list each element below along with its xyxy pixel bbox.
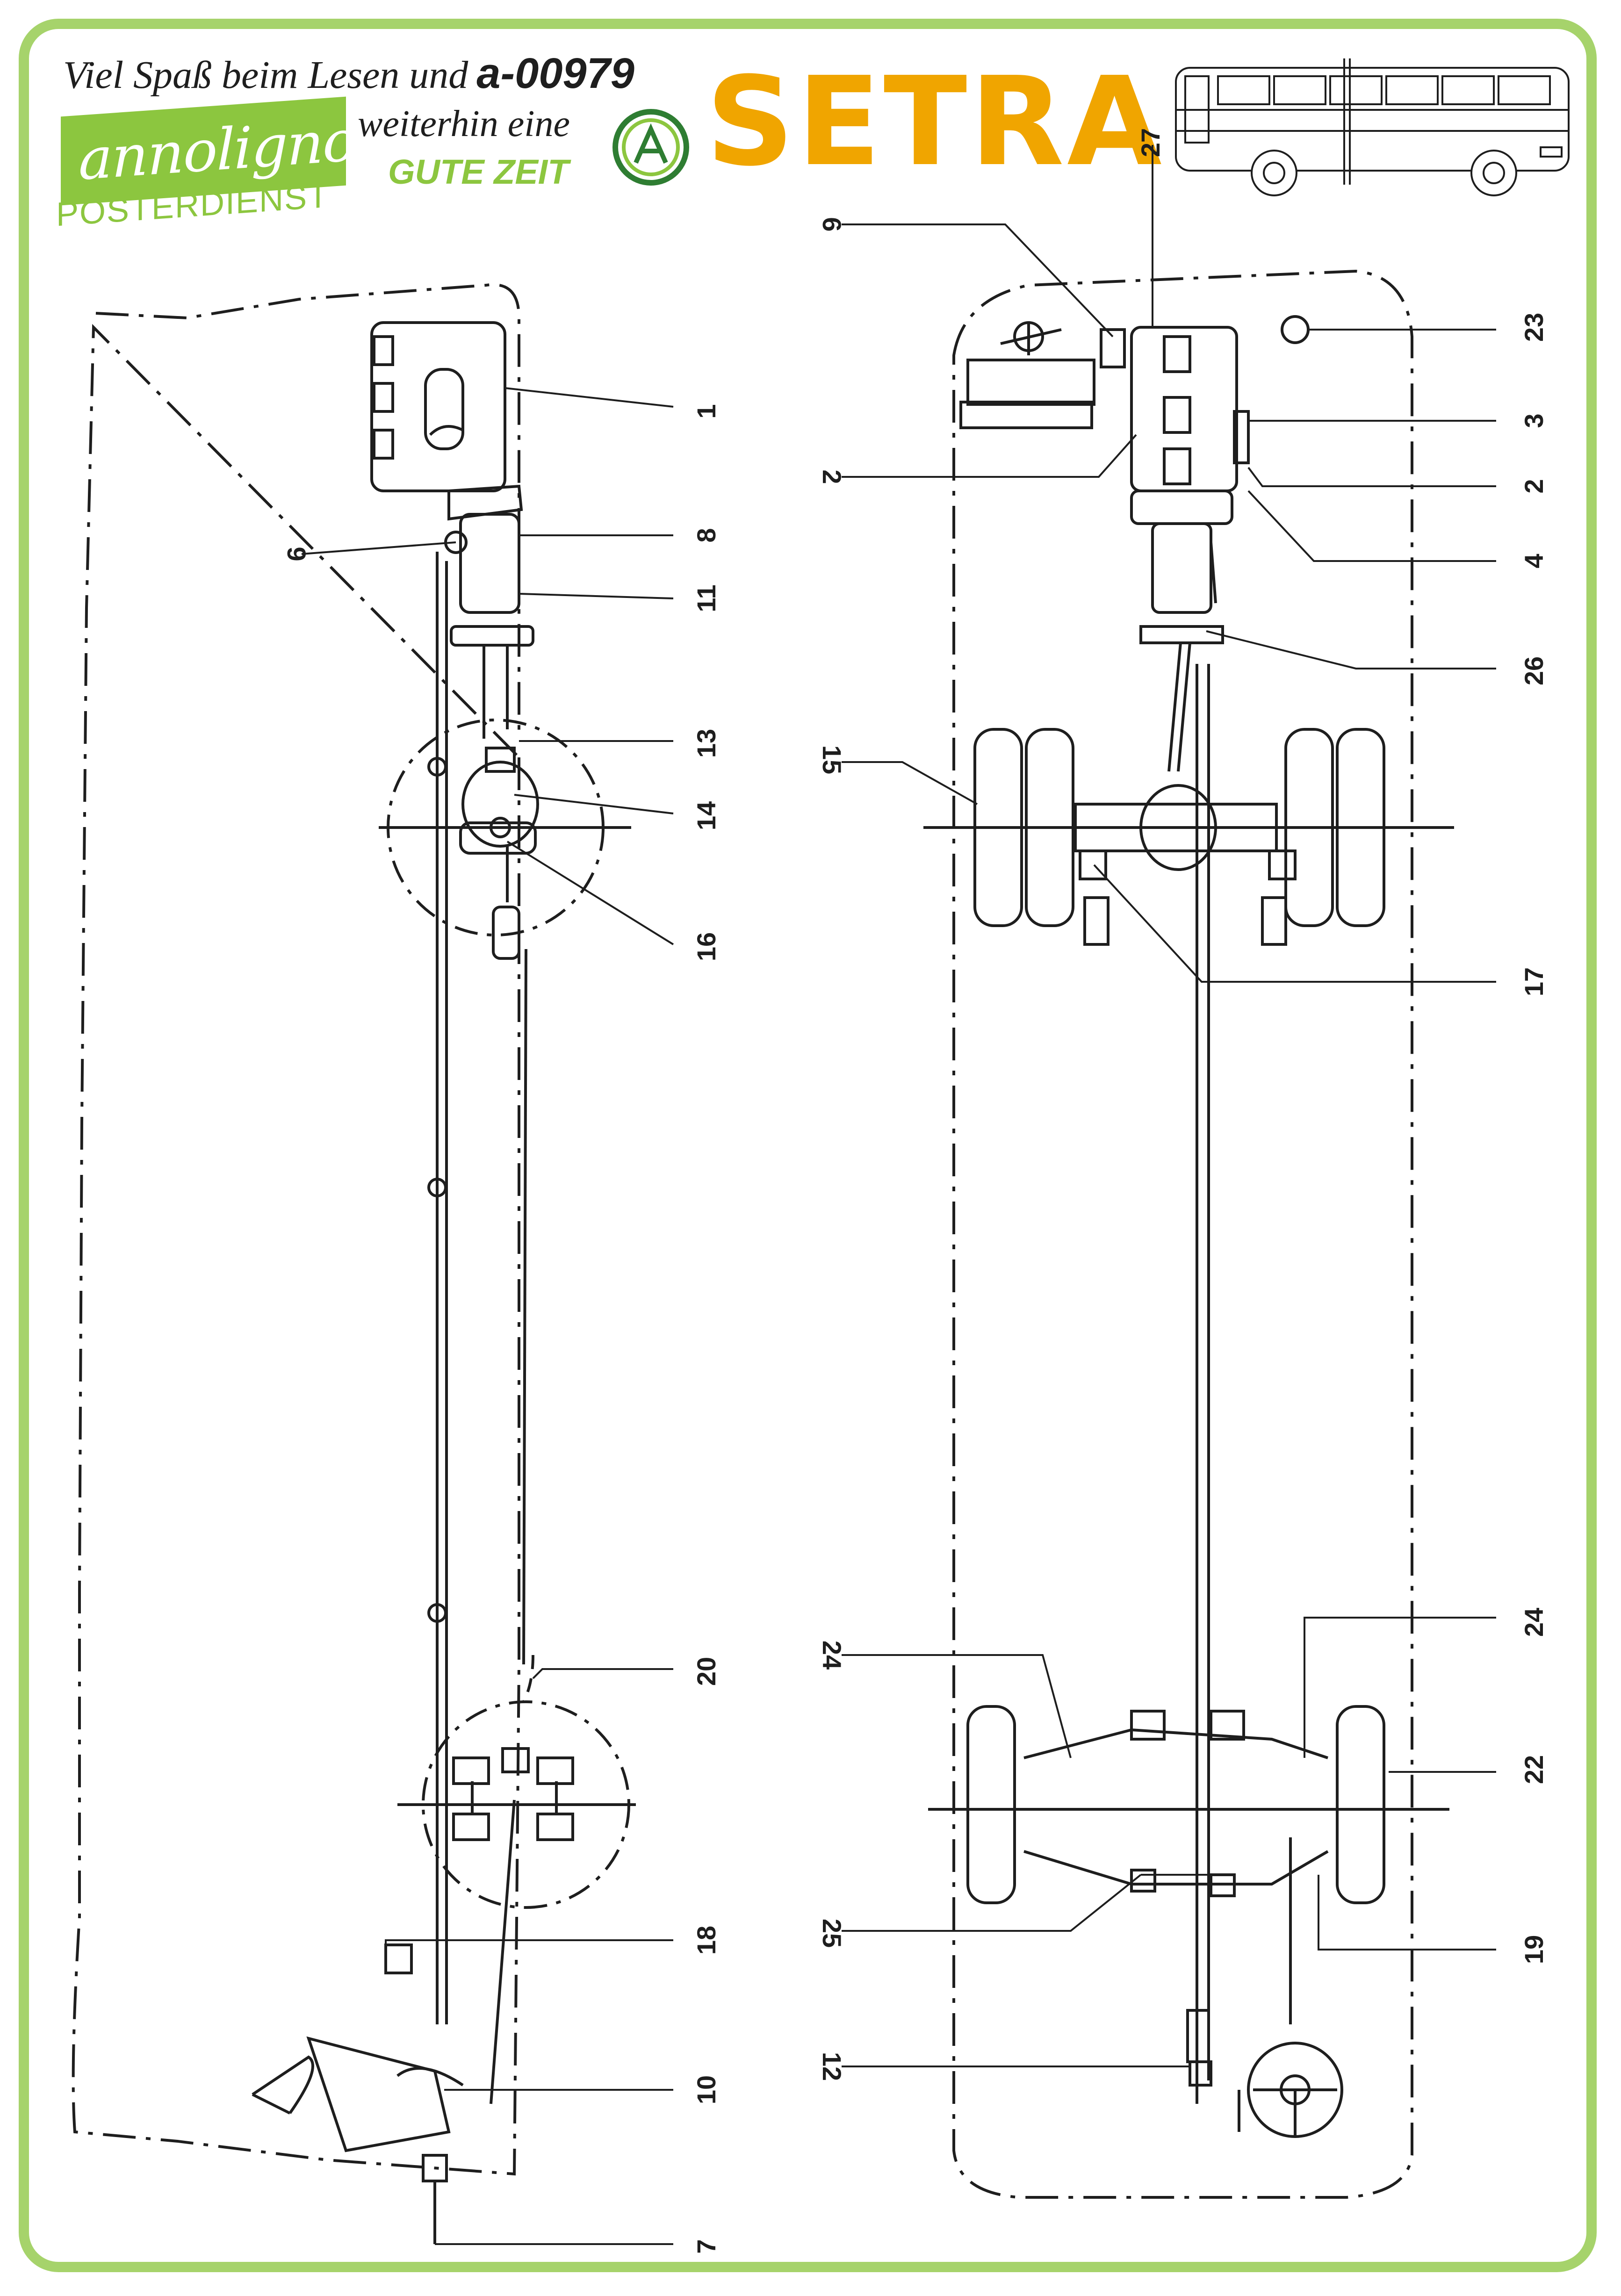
callout-13: 13 bbox=[692, 729, 721, 758]
right-body-outline bbox=[952, 269, 1413, 2199]
callout-9: 9 bbox=[282, 547, 311, 561]
callout-22: 22 bbox=[1519, 1755, 1549, 1784]
annoligno-seal-icon bbox=[612, 109, 689, 186]
callout-3: 3 bbox=[1519, 413, 1549, 428]
callout-7: 7 bbox=[692, 2239, 721, 2253]
callout-15: 15 bbox=[817, 745, 847, 774]
poster-code: a-00979 bbox=[476, 50, 634, 97]
tire-left-outer bbox=[973, 728, 1023, 927]
setra-bus-side-view-icon bbox=[1175, 58, 1570, 196]
gearbox-right bbox=[1151, 522, 1212, 614]
header-slogan: GUTE ZEIT bbox=[388, 152, 569, 191]
callout-2-left: 2 bbox=[817, 469, 847, 484]
poster-border bbox=[19, 19, 1597, 2272]
callout-23: 23 bbox=[1519, 313, 1549, 342]
callout-8: 8 bbox=[692, 528, 721, 542]
tire-rear-right bbox=[1336, 1705, 1385, 1904]
callout-24-left: 24 bbox=[817, 1641, 847, 1670]
brake-cylinder-left bbox=[492, 906, 520, 960]
callout-10: 10 bbox=[692, 2075, 721, 2104]
engine-block bbox=[370, 321, 506, 492]
callout-12: 12 bbox=[817, 2052, 847, 2081]
callout-26: 26 bbox=[1519, 656, 1549, 685]
setra-brand-logo: SETRA bbox=[706, 50, 1165, 193]
callout-19: 19 bbox=[1519, 1935, 1549, 1964]
callout-6: 6 bbox=[817, 217, 847, 231]
callout-25: 25 bbox=[817, 1919, 847, 1948]
callout-14: 14 bbox=[692, 801, 721, 830]
callout-20: 20 bbox=[692, 1657, 721, 1686]
callout-17: 17 bbox=[1519, 967, 1549, 996]
callout-18: 18 bbox=[692, 1926, 721, 1955]
callout-1: 1 bbox=[692, 404, 721, 418]
callout-2-right: 2 bbox=[1519, 479, 1549, 493]
header-line2: weiterhin eine bbox=[358, 103, 570, 144]
callout-27: 27 bbox=[1136, 128, 1165, 157]
tire-rear-left bbox=[966, 1705, 1016, 1904]
callout-4: 4 bbox=[1519, 554, 1549, 568]
left-body-outline bbox=[72, 283, 520, 2176]
steering-wheel-left bbox=[252, 2055, 314, 2115]
callout-24-right: 24 bbox=[1519, 1608, 1549, 1637]
differential bbox=[461, 761, 539, 848]
callout-16: 16 bbox=[692, 932, 721, 961]
callout-11: 11 bbox=[692, 584, 721, 612]
clutch-housing bbox=[459, 513, 520, 614]
engine-block-right bbox=[1130, 326, 1238, 492]
